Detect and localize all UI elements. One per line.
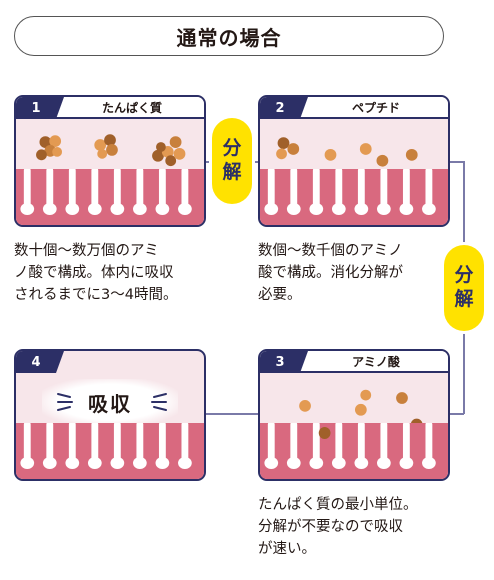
particle-single [396,392,408,404]
badge-char: 分 [222,137,242,160]
particle-cluster-1 [276,137,300,160]
motion-lines-right-icon [151,393,167,411]
intestinal-villi [260,423,448,479]
motion-lines-left-icon [57,393,73,411]
intestinal-villi [16,423,204,479]
connector-2-right [450,161,464,163]
particle-cluster-1 [36,135,63,161]
card-label: たんぱく質 [101,100,162,115]
decompose-badge-1: 分 解 [212,118,252,204]
particle-single [354,403,367,416]
description-line: されるまでに3〜4時間。 [14,287,178,303]
card-number: 1 [16,97,64,119]
description-line: 酸で構成。消化分解が [258,265,403,281]
decompose-badge-2: 分 解 [444,245,484,331]
description-line: ノ酸で構成。体内に吸収 [14,265,174,281]
description-protein: 数十個〜数万個のアミ ノ酸で構成。体内に吸収 されるまでに3〜4時間。 [14,240,177,306]
card-protein: 1 たんぱく質 [14,95,206,227]
particle-single [359,143,372,155]
description-line: たんぱく質の最小単位。 [258,497,418,513]
particle-cluster-2 [94,134,118,159]
card-number: 3 [260,351,308,373]
protein-particles [16,119,204,173]
particle-single [324,148,337,161]
description-line: が速い。 [258,541,316,557]
absorb-label: 吸収 [88,391,132,416]
card-number: 2 [260,97,308,119]
badge-char: 解 [454,288,474,310]
description-amino-acid: たんぱく質の最小単位。 分解が不要なので吸収 が速い。 [258,494,418,560]
card-amino-acid: 3 アミノ酸 [258,349,450,481]
card-header: 3 アミノ酸 [260,351,448,373]
badge-char: 解 [222,161,242,183]
card-label: アミノ酸 [352,354,400,369]
connector-3-right [450,413,464,415]
intestinal-villi [16,169,204,225]
connector-3-4 [205,413,259,415]
peptide-particles [260,119,448,173]
card-header: 4 [16,351,204,373]
card-number: 4 [16,351,64,373]
card-label: ペプチド [351,100,400,115]
description-line: 必要。 [258,287,302,303]
particle-single [360,389,372,401]
particle-cluster-3 [152,136,186,167]
particle-absorbing [318,427,331,439]
description-peptide: 数個〜数千個のアミノ 酸で構成。消化分解が 必要。 [258,240,403,306]
particle-single [299,400,311,412]
description-line: 数十個〜数万個のアミ [14,243,159,259]
card-header: 1 たんぱく質 [16,97,204,119]
description-line: 分解が不要なので吸収 [258,519,403,535]
description-line: 数個〜数千個のアミノ [258,243,403,259]
intestinal-villi [260,169,448,225]
card-absorption: 4 吸収 [14,349,206,481]
card-peptide: 2 ペプチド [258,95,450,227]
amino-acid-particles [260,373,448,427]
particle-single [376,154,389,167]
card-header: 2 ペプチド [260,97,448,119]
page-title: 通常の場合 [14,16,444,56]
badge-char: 分 [454,264,474,287]
particle-single [405,148,418,161]
